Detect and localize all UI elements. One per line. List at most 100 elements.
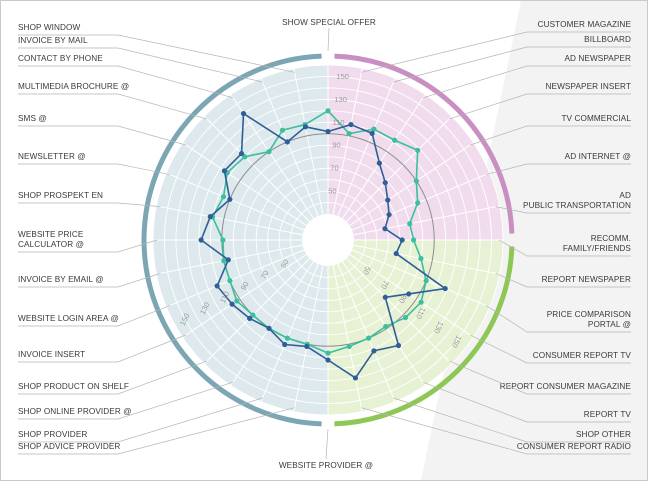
data-point-1-0 bbox=[325, 108, 331, 114]
grid-spoke bbox=[260, 263, 319, 402]
data-point-0-19 bbox=[266, 325, 272, 331]
grid-spoke bbox=[230, 261, 314, 386]
category-label-sms: SMS @ bbox=[18, 114, 47, 123]
leader-line bbox=[117, 334, 186, 363]
center-hole bbox=[302, 214, 354, 266]
grid-spoke bbox=[346, 258, 453, 365]
leader-line bbox=[117, 239, 158, 253]
leader-line bbox=[325, 428, 329, 460]
category-label-consumer-report-radio: CONSUMER REPORT RADIO bbox=[517, 442, 631, 451]
grid-spoke bbox=[342, 94, 426, 219]
data-point-0-22 bbox=[214, 283, 220, 289]
data-point-0-29 bbox=[240, 110, 247, 117]
category-label-website-login-area: WEBSITE LOGIN AREA @ bbox=[18, 314, 119, 323]
category-label-invoice-by-mail: INVOICE BY MAIL bbox=[18, 36, 88, 45]
leader-line bbox=[117, 65, 234, 99]
data-point-1-23 bbox=[221, 258, 227, 264]
data-point-0-18 bbox=[282, 341, 288, 348]
data-point-0-11 bbox=[406, 291, 412, 297]
data-point-0-21 bbox=[229, 301, 235, 307]
category-label-report-tv: REPORT TV bbox=[584, 410, 632, 419]
data-point-1-3 bbox=[392, 137, 398, 143]
grid-spoke bbox=[182, 142, 307, 226]
radial-tick-label: 150 bbox=[336, 72, 349, 81]
data-point-1-6 bbox=[415, 200, 421, 206]
grid-ring bbox=[232, 144, 424, 336]
category-label-shop-online-provider: SHOP ONLINE PROVIDER @ bbox=[18, 407, 132, 416]
grid-spoke bbox=[166, 172, 305, 231]
grid-spoke bbox=[166, 249, 305, 308]
leader-line bbox=[117, 125, 186, 146]
sector-arc-1 bbox=[334, 246, 515, 427]
data-point-0-31 bbox=[302, 124, 309, 130]
category-label-contact-by-phone: CONTACT BY PHONE bbox=[18, 54, 103, 63]
data-point-0-12 bbox=[382, 294, 388, 300]
data-point-0-15 bbox=[352, 375, 359, 381]
category-label-customer-magazine: CUSTOMER MAGAZINE bbox=[538, 20, 632, 29]
grid-spoke bbox=[293, 265, 324, 412]
data-point-0-4 bbox=[382, 180, 388, 186]
category-label-shop-prospekt-en: SHOP PROSPEKT EN bbox=[18, 191, 103, 200]
leader-line bbox=[498, 239, 528, 257]
leader-line bbox=[117, 273, 161, 288]
grid-spoke bbox=[332, 68, 363, 215]
grid-ring bbox=[164, 76, 492, 404]
data-point-0-27 bbox=[221, 168, 228, 174]
data-point-0-25 bbox=[207, 213, 213, 220]
leader-line bbox=[422, 381, 528, 423]
data-point-1-22 bbox=[227, 278, 233, 284]
leader-line bbox=[327, 27, 330, 52]
grid-spoke bbox=[293, 68, 324, 215]
data-point-1-20 bbox=[250, 312, 256, 318]
data-point-1-30 bbox=[279, 127, 286, 133]
sector-arc-0 bbox=[334, 53, 515, 234]
leader-line bbox=[470, 334, 528, 364]
data-point-0-17 bbox=[304, 343, 310, 350]
leader-line bbox=[485, 305, 528, 333]
leader-line bbox=[485, 163, 528, 175]
grid-spoke bbox=[342, 261, 426, 386]
grid-spoke bbox=[351, 172, 490, 231]
grid-spoke bbox=[349, 254, 474, 338]
category-label-show-special-offer: SHOW SPECIAL OFFER bbox=[282, 18, 376, 27]
grid-ring bbox=[175, 87, 481, 393]
data-point-1-11 bbox=[418, 299, 424, 305]
data-point-1-2 bbox=[371, 126, 377, 132]
leader-line bbox=[422, 65, 528, 99]
grid-spoke bbox=[332, 265, 363, 412]
radial-tick-label: 130 bbox=[334, 95, 347, 104]
leader-line bbox=[117, 47, 263, 83]
leader-line bbox=[117, 397, 263, 443]
data-point-0-30 bbox=[284, 139, 290, 145]
category-label-ad-newspaper: AD NEWSPAPER bbox=[564, 54, 631, 63]
data-point-0-13 bbox=[395, 342, 402, 349]
radial-tick-label: 70 bbox=[330, 163, 338, 172]
category-label-shop-provider: SHOP PROVIDER bbox=[18, 430, 87, 439]
data-point-1-15 bbox=[346, 343, 352, 350]
data-point-0-26 bbox=[227, 196, 233, 202]
background-band bbox=[421, 1, 647, 480]
grid-spoke bbox=[203, 115, 310, 222]
category-label-shop-window: SHOP WINDOW bbox=[18, 23, 81, 32]
radial-tick-label-lower-right: 90 bbox=[397, 293, 409, 304]
leader-line bbox=[117, 360, 208, 395]
data-point-1-1 bbox=[346, 130, 352, 137]
data-point-0-23 bbox=[225, 257, 231, 263]
grid-spoke bbox=[337, 263, 396, 402]
leader-line bbox=[361, 407, 528, 455]
radial-tick-label: 50 bbox=[328, 186, 336, 195]
grid-ring bbox=[186, 98, 470, 382]
leader-line bbox=[117, 163, 171, 175]
data-point-0-9 bbox=[393, 250, 399, 257]
data-point-1-10 bbox=[423, 278, 429, 284]
category-label-shop-other: SHOP OTHER bbox=[576, 430, 631, 439]
radial-tick-label-lower-left: 70 bbox=[259, 269, 271, 280]
data-point-1-8 bbox=[411, 237, 417, 243]
data-point-0-5 bbox=[385, 197, 391, 203]
category-label-consumer-report-tv: CONSUMER REPORT TV bbox=[533, 351, 632, 360]
data-point-1-13 bbox=[383, 323, 389, 330]
data-point-0-16 bbox=[325, 357, 331, 363]
category-label-tv-commercial: TV COMMERCIAL bbox=[561, 114, 631, 123]
data-point-0-2 bbox=[369, 130, 375, 136]
